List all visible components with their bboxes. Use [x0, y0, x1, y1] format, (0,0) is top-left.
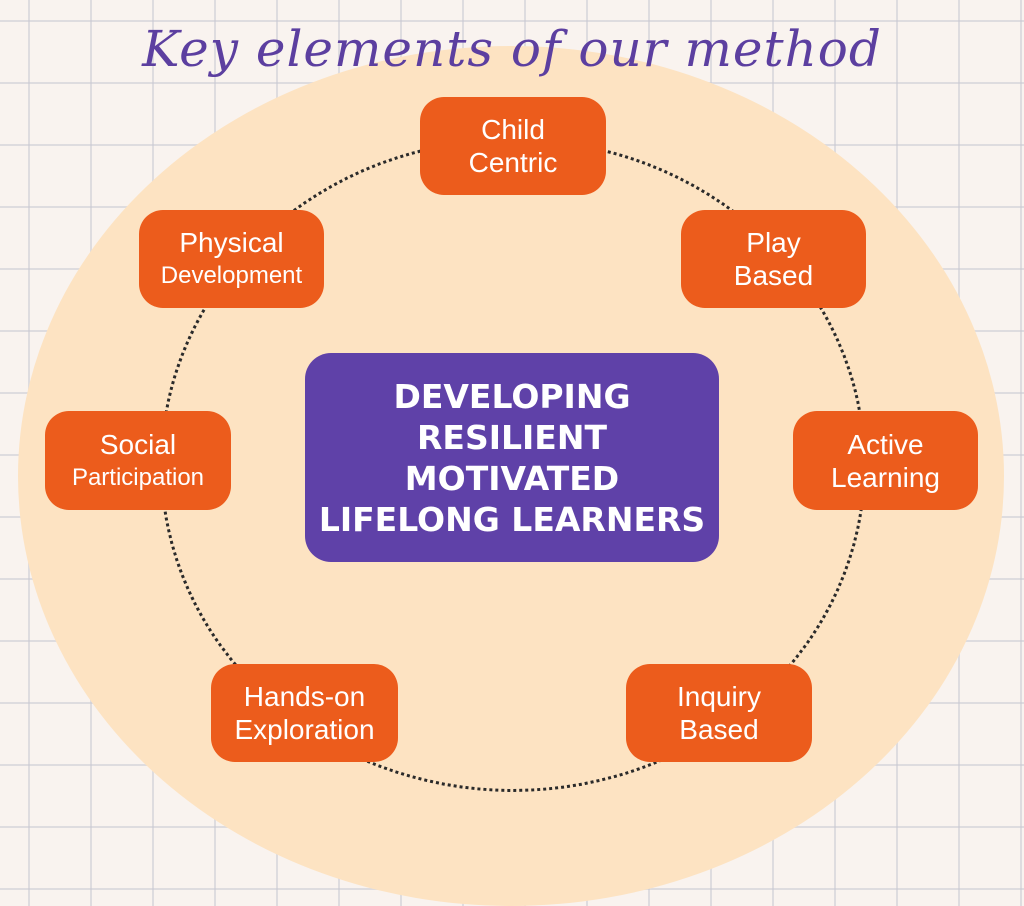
- node-label: Play: [746, 227, 801, 258]
- central-goal-line: LIFELONG LEARNERS: [318, 499, 706, 539]
- node-physical-development: Physical Development: [139, 210, 324, 308]
- node-active-learning: Active Learning: [793, 411, 978, 510]
- node-label: Learning: [831, 461, 940, 493]
- node-social-participation: Social Participation: [45, 411, 231, 510]
- node-label: Inquiry: [676, 681, 762, 712]
- node-hands-on-exploration: Hands-on Exploration: [211, 664, 398, 762]
- node-child-centric: Child Centric: [420, 97, 606, 195]
- diagram-title: Key elements of our method: [142, 20, 882, 78]
- node-label: Development: [160, 262, 303, 289]
- node-label: Active: [847, 428, 924, 460]
- node-play-based: Play Based: [681, 210, 866, 308]
- node-label: Child: [481, 114, 545, 145]
- central-goal-line: RESILIENT MOTIVATED: [404, 417, 620, 498]
- node-inquiry-based: Inquiry Based: [626, 664, 812, 762]
- node-label: Based: [679, 714, 759, 745]
- node-label: Participation: [71, 463, 205, 491]
- central-goal-box: DEVELOPING RESILIENT MOTIVATED LIFELONG …: [305, 353, 719, 562]
- node-label: Based: [733, 260, 814, 291]
- node-label: Hands-on: [243, 681, 366, 712]
- node-label: Social: [99, 428, 177, 460]
- central-goal-line: DEVELOPING: [393, 376, 631, 416]
- node-label: Exploration: [234, 714, 375, 745]
- node-label: Physical: [179, 227, 284, 258]
- node-label: Centric: [468, 147, 558, 178]
